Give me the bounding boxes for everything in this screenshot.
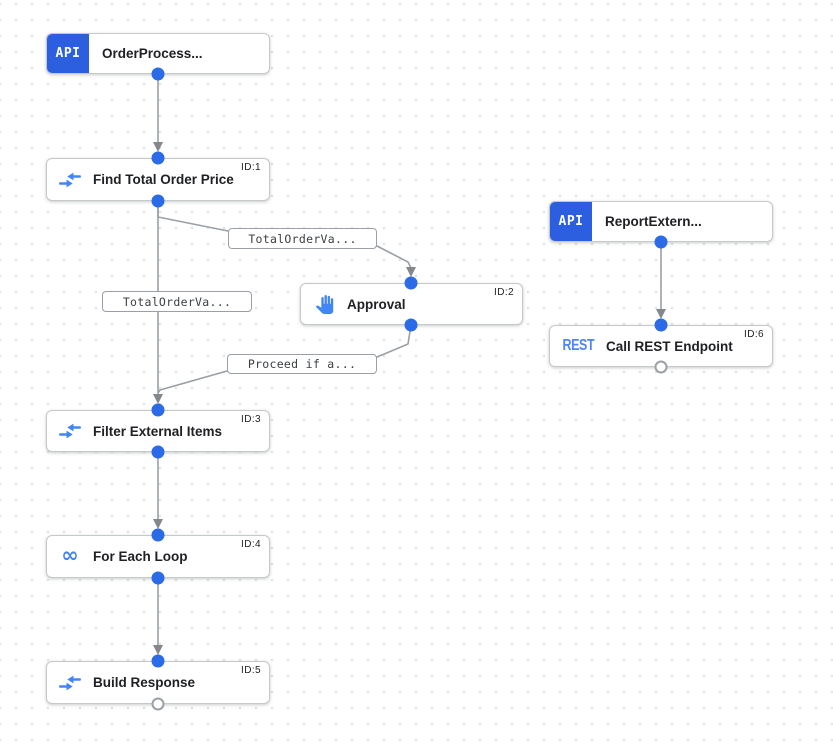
edge-label-totalorder-to-filter[interactable]: TotalOrderVa... bbox=[102, 291, 252, 312]
output-port[interactable] bbox=[654, 235, 668, 249]
input-port[interactable] bbox=[404, 276, 418, 290]
node-title: Filter External Items bbox=[93, 423, 223, 439]
node-title: For Each Loop bbox=[93, 549, 188, 564]
api-trigger-badge: API bbox=[47, 34, 89, 73]
trigger-node-orderprocess[interactable]: API OrderProcess... bbox=[46, 33, 270, 74]
output-port[interactable] bbox=[151, 445, 165, 459]
task-node-build-response[interactable]: ID:5 Build Response bbox=[46, 661, 270, 704]
approval-hand-icon bbox=[301, 294, 347, 314]
node-title: Approval bbox=[347, 296, 406, 312]
task-id-badge: ID:2 bbox=[494, 287, 514, 298]
node-title: ReportExtern... bbox=[605, 214, 702, 229]
output-port[interactable] bbox=[151, 67, 165, 81]
output-port[interactable] bbox=[151, 571, 165, 585]
input-port[interactable] bbox=[151, 403, 165, 417]
node-title: Find Total Order Price bbox=[93, 172, 234, 187]
task-node-call-rest-endpoint[interactable]: ID:6 REST Call REST Endpoint bbox=[549, 325, 773, 367]
rest-glyph: REST bbox=[562, 337, 594, 354]
input-port[interactable] bbox=[151, 528, 165, 542]
edge-orderprocess-to-find bbox=[153, 74, 163, 152]
input-port[interactable] bbox=[654, 318, 668, 332]
api-trigger-badge: API bbox=[550, 202, 592, 241]
node-title: Build Response bbox=[93, 675, 196, 690]
node-title: OrderProcess... bbox=[102, 46, 203, 61]
node-title: Call REST Endpoint bbox=[606, 338, 733, 354]
data-mapping-icon bbox=[47, 423, 93, 439]
task-id-badge: ID:6 bbox=[744, 329, 764, 340]
input-port[interactable] bbox=[151, 151, 165, 165]
task-node-find-total-order-price[interactable]: ID:1 Find Total Order Price bbox=[46, 158, 270, 201]
data-mapping-icon bbox=[47, 172, 93, 188]
task-id-badge: ID:5 bbox=[241, 665, 261, 676]
edge-filter-to-foreach bbox=[153, 452, 163, 529]
output-port-unconnected[interactable] bbox=[151, 697, 165, 711]
task-id-badge: ID:4 bbox=[241, 539, 261, 550]
task-id-badge: ID:1 bbox=[241, 162, 261, 173]
edge-label-proceed-if[interactable]: Proceed if a... bbox=[227, 354, 377, 374]
infinity-glyph: ∞ bbox=[61, 543, 79, 567]
edge-report-to-rest bbox=[656, 242, 666, 319]
rest-task-icon: REST bbox=[550, 337, 606, 355]
output-port[interactable] bbox=[151, 194, 165, 208]
edge-foreach-to-build bbox=[153, 578, 163, 655]
task-id-badge: ID:3 bbox=[241, 414, 261, 425]
for-each-loop-icon: ∞ bbox=[47, 543, 93, 567]
data-mapping-icon bbox=[47, 675, 93, 691]
output-port-unconnected[interactable] bbox=[654, 360, 668, 374]
input-port[interactable] bbox=[151, 654, 165, 668]
edge-label-totalorder-to-approval[interactable]: TotalOrderVa... bbox=[228, 228, 377, 249]
output-port[interactable] bbox=[404, 318, 418, 332]
